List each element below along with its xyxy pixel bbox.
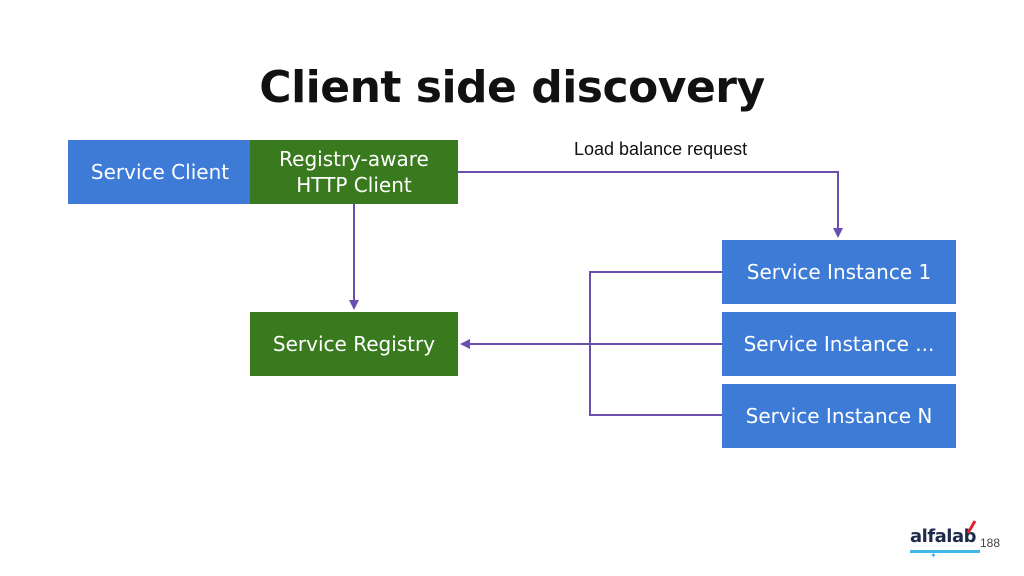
service-registry-box: Service Registry [250,312,458,376]
logo-underline-icon [910,550,980,553]
service-client-label: Service Client [90,160,230,184]
service-instance-n-box: Service Instance N [722,384,956,448]
load-balance-label: Load balance request [574,139,748,159]
slide-title: Client side discovery [259,62,765,113]
service-instance-1-box: Service Instance 1 [722,240,956,304]
service-client-box: Service Client [68,140,252,204]
registry-aware-client-box: Registry-aware HTTP Client [250,140,458,204]
logo-sparkle-icon: ✦ [930,551,937,560]
service-instance-1-label: Service Instance 1 [746,260,932,284]
service-instance-n-label: Service Instance N [745,404,933,428]
service-instance-mid-box: Service Instance ... [722,312,956,376]
alfalab-logo: alfalab ✦ [910,520,980,560]
registry-aware-client-label-line2: HTTP Client [296,173,412,197]
service-instance-mid-label: Service Instance ... [743,332,935,356]
registry-aware-client-label-line1: Registry-aware [279,147,429,171]
logo-wordmark: alfalab [910,526,977,547]
page-number: 188 [980,536,1001,550]
load-balance-arrow [458,171,843,238]
service-registry-label: Service Registry [272,332,436,356]
